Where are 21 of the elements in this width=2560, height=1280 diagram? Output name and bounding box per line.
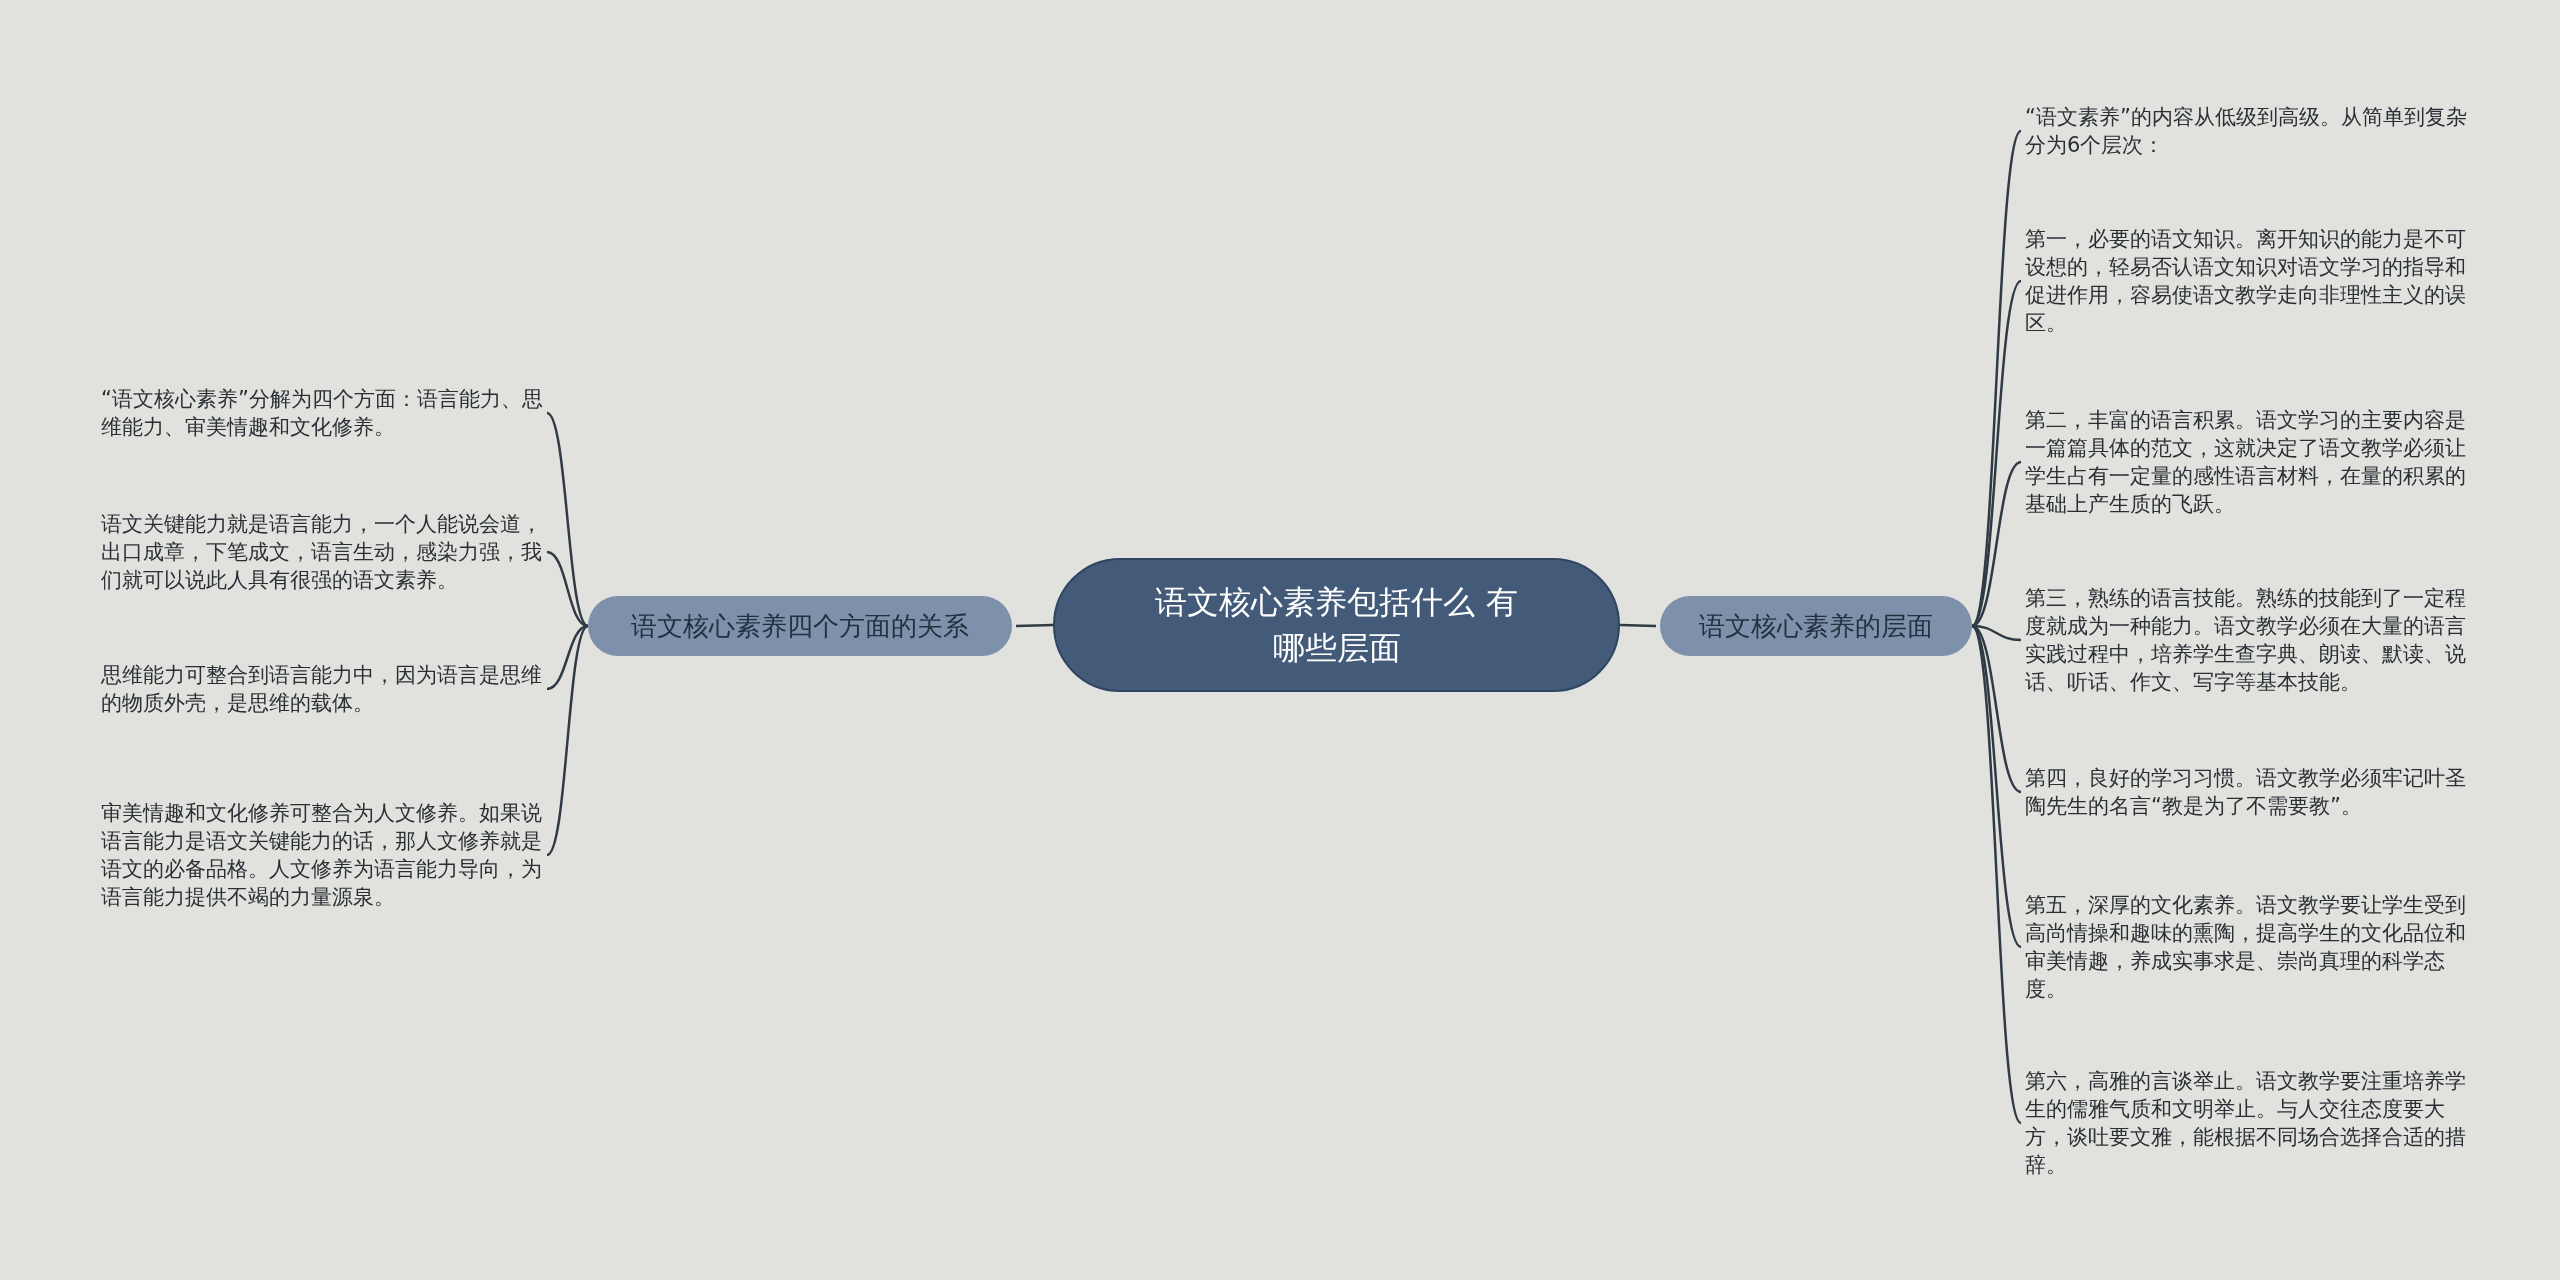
- note-text: 语文关键能力就是语言能力，一个人能说会道，出口成章，下笔成文，语言生动，感染力强，我们就可以说此人具有很强的语文素养。: [101, 510, 543, 594]
- note-text: 思维能力可整合到语言能力中，因为语言是思维的物质外壳，是思维的载体。: [101, 661, 543, 717]
- note-text: 第二，丰富的语言积累。语文学习的主要内容是一篇篇具体的范文，这就决定了语文教学必须让学生占有一定量的感性语言材料，在量的积累的基础上产生质的飞跃。: [2025, 406, 2467, 518]
- connector-line: [546, 550, 589, 628]
- connector-line: [1619, 623, 1657, 628]
- note-text: 第三，熟练的语言技能。熟练的技能到了一定程度就成为一种能力。语文教学必须在大量的语言实践过程中，培养学生查字典、朗读、默读、说话、听话、作文、写字等基本技能。: [2025, 584, 2467, 696]
- note-text: 第六，高雅的言谈举止。语文教学要注重培养学生的儒雅气质和文明举止。与人交往态度要大方，谈吐要文雅，能根据不同场合选择合适的措辞。: [2025, 1067, 2467, 1179]
- note-text: “语文核心素养”分解为四个方面：语言能力、思维能力、审美情趣和文化修养。: [101, 385, 543, 441]
- note-text: 第一，必要的语文知识。离开知识的能力是不可设想的，轻易否认语文知识对语文学习的指导和促进作用，容易使语文教学走向非理性主义的误区。: [2025, 225, 2467, 337]
- connector-line: [546, 412, 589, 627]
- note-text: “语文素养”的内容从低级到高级。从简单到复杂分为6个层次：: [2025, 103, 2467, 159]
- connector-line: [546, 624, 589, 691]
- connector-line: [1970, 625, 2023, 1124]
- connector-line: [546, 625, 589, 856]
- subtopic-box: 语文核心素养四个方面的关系: [588, 596, 1012, 656]
- note-text: 审美情趣和文化修养可整合为人文修养。如果说语言能力是语文关键能力的话，那人文修养就是语文的必备品格。人文修养为语言能力导向，为语言能力提供不竭的力量源泉。: [101, 799, 543, 911]
- note-text: 第五，深厚的文化素养。语文教学要让学生受到高尚情操和趣味的熏陶，提高学生的文化品位和审美情趣，养成实事求是、崇尚真理的科学态度。: [2025, 891, 2467, 1003]
- connector-line: [1015, 623, 1054, 628]
- topic-box: 语文核心素养包括什么 有哪些层面: [1053, 558, 1620, 692]
- note-text: 第四，良好的学习习惯。语文教学必须牢记叶圣陶先生的名言“教是为了不需要教”。: [2025, 764, 2467, 820]
- subtopic-box: 语文核心素养的层面: [1660, 596, 1972, 656]
